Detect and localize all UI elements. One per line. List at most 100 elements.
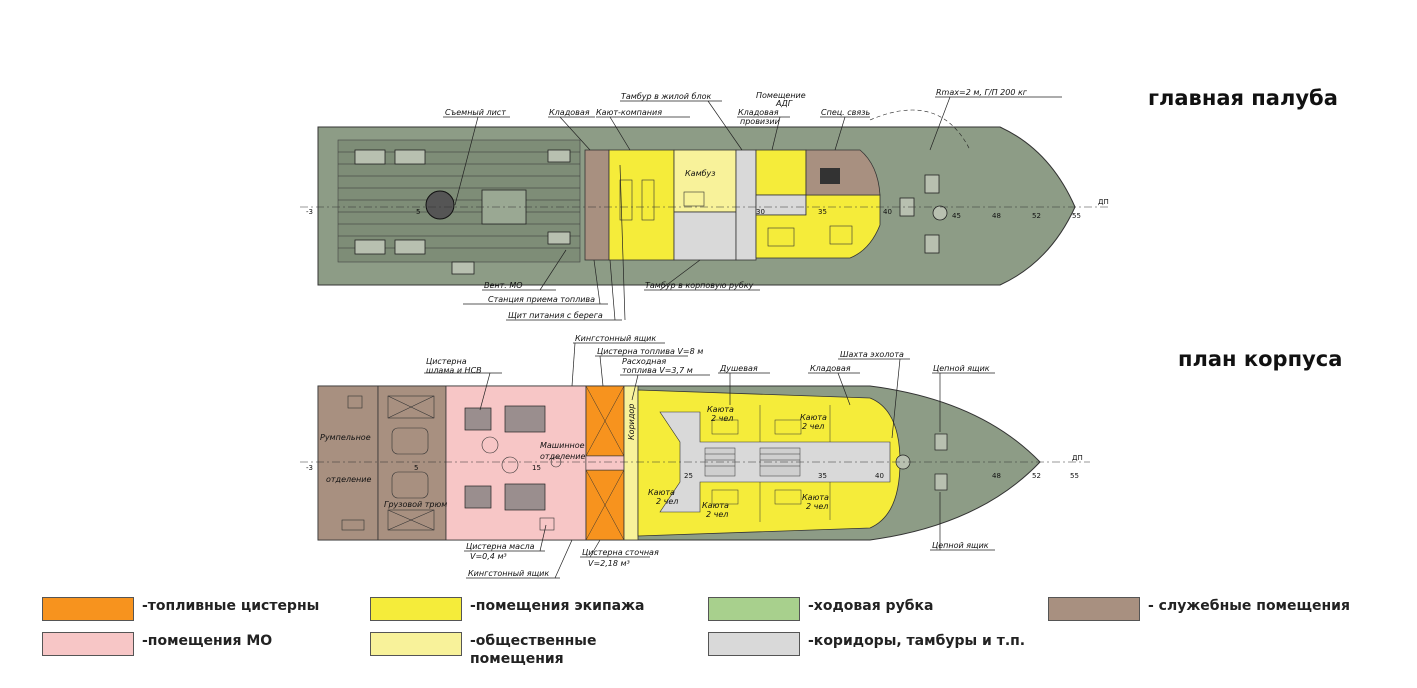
label-steering-2: отделение	[326, 475, 371, 484]
label-shore-power: Щит питания с берега	[508, 311, 603, 320]
label-kingston-box-top: Кингстонный ящик	[575, 334, 656, 343]
deck-frame-55: 55	[1072, 212, 1081, 220]
hull-frame-52: 52	[1032, 472, 1041, 480]
legend-public-rooms: -общественные помещения	[370, 632, 596, 668]
label-echo-shaft: Шахта эхолота	[840, 350, 904, 359]
label-vestibule-living: Тамбур в жилой блок	[621, 92, 711, 101]
deck-frame-52: 52	[1032, 212, 1041, 220]
deck-frame-30: 30	[756, 208, 765, 216]
legend-label-corridors: -коридоры, тамбуры и т.п.	[808, 633, 1026, 649]
label-cabin-1-b: 2 чел	[711, 414, 733, 423]
label-sewage-tank: Цистерна сточная	[582, 548, 659, 557]
legend-label-wheelhouse: -ходовая рубка	[808, 598, 934, 614]
label-steering: Румпельное	[320, 433, 371, 442]
label-removable-sheet: Съемный лист	[445, 108, 506, 117]
label-corridor: Коридор	[627, 404, 636, 440]
label-fuel-tank: Цистерна топлива V=8 м	[597, 347, 703, 356]
legend-service-rooms: - служебные помещения	[1048, 597, 1350, 621]
deck-adg-room	[755, 149, 807, 196]
hull-frame-48: 48	[992, 472, 1001, 480]
label-chain-box-bottom: Цепной ящик	[932, 541, 989, 550]
label-adg: АДГ	[775, 99, 793, 108]
hull-plan: -3 5 15 25 35 40 48 52 55 ДП	[300, 334, 1090, 579]
deck-frame-5: 5	[416, 208, 420, 216]
label-provision-store-2: провизии	[740, 117, 780, 126]
label-cargo-hold: Грузовой трюм	[384, 500, 447, 509]
label-provision-store: Кладовая	[738, 108, 779, 117]
deck-galley	[673, 149, 737, 213]
label-deck-storeroom: Кладовая	[549, 108, 590, 117]
label-rmax: Rmax=2 м, Г/П 200 кг	[936, 88, 1028, 97]
deck-frame-35: 35	[818, 208, 827, 216]
deck-frame-40: 40	[883, 208, 892, 216]
legend-swatch-wheelhouse	[708, 597, 800, 621]
label-cabin-5-b: 2 чел	[806, 502, 828, 511]
hull-frame-5: 5	[414, 464, 418, 472]
label-vestibule-hull: Тамбур в корповую рубку	[645, 281, 754, 290]
hull-frame-15: 15	[532, 464, 541, 472]
label-oil-tank: Цистерна масла	[466, 542, 535, 551]
legend-crew-rooms: -помещения экипажа	[370, 597, 644, 621]
label-cabin-1: Каюта	[707, 405, 734, 414]
hull-frame-m3: -3	[306, 464, 313, 472]
legend-swatch-engine-room	[42, 632, 134, 656]
deck-corridor	[673, 211, 737, 261]
label-sludge-tank: Цистерна	[426, 357, 467, 366]
deck-dp-label: ДП	[1098, 198, 1109, 206]
legend-engine-room: -помещения МО	[42, 632, 272, 656]
label-mess-room: Кают-компания	[596, 108, 662, 117]
label-sludge-tank-2: шлама и НСВ	[426, 366, 482, 375]
hull-frame-55: 55	[1070, 472, 1079, 480]
label-galley: Камбуз	[685, 169, 716, 178]
hull-cargo-hold	[377, 385, 447, 541]
label-cabin-3: Каюта	[648, 488, 675, 497]
label-vent-mo: Вент. МО	[484, 281, 523, 290]
label-fuel-station: Станция приема топлива	[488, 295, 595, 304]
legend-label-public-rooms: -общественные помещения	[470, 633, 597, 667]
label-special-comm: Спец. связь	[821, 108, 870, 117]
label-cabin-4-b: 2 чел	[706, 510, 728, 519]
legend-swatch-corridors	[708, 632, 800, 656]
label-hull-storeroom: Кладовая	[810, 364, 851, 373]
legend-label-fuel-tanks: -топливные цистерны	[142, 598, 320, 614]
legend-label-crew-rooms: -помещения экипажа	[470, 598, 645, 614]
legend-corridors: -коридоры, тамбуры и т.п.	[708, 632, 1025, 656]
legend-swatch-crew-rooms	[370, 597, 462, 621]
deck-storeroom	[584, 149, 610, 261]
label-engine-room-2: отделение	[540, 452, 585, 461]
label-cabin-2: Каюта	[800, 413, 827, 422]
label-service-fuel-2: топлива V=3,7 м	[622, 366, 693, 375]
label-sewage-tank-2: V=2,18 м³	[588, 559, 630, 568]
label-service-fuel: Расходная	[622, 357, 666, 366]
legend-wheelhouse: -ходовая рубка	[708, 597, 933, 621]
legend-label-engine-room: -помещения МО	[142, 633, 273, 649]
legend-swatch-service-rooms	[1048, 597, 1140, 621]
label-cabin-4: Каюта	[702, 501, 729, 510]
legend-swatch-fuel-tanks	[42, 597, 134, 621]
hull-frame-35: 35	[818, 472, 827, 480]
label-cabin-3-b: 2 чел	[656, 497, 678, 506]
hull-plan-title: план корпуса	[1178, 347, 1342, 371]
deck-frame-m3: -3	[306, 208, 313, 216]
label-oil-tank-2: V=0,4 м³	[470, 552, 507, 561]
deck-frame-45: 45	[952, 212, 961, 220]
label-cabin-2-b: 2 чел	[802, 422, 824, 431]
label-chain-box-top: Цепной ящик	[933, 364, 990, 373]
main-deck-title: главная палуба	[1148, 86, 1338, 110]
legend-fuel-tanks: -топливные цистерны	[42, 597, 319, 621]
label-shower: Душевая	[719, 364, 758, 373]
label-room: Помещение	[756, 91, 806, 100]
main-deck-plan: -3 5 30 35 40 45 48 52 55 ДП	[300, 88, 1110, 321]
label-engine-room: Машинное	[540, 441, 585, 450]
deck-frame-48: 48	[992, 212, 1001, 220]
deck-vestibule	[735, 149, 757, 261]
hull-dp-label: ДП	[1072, 454, 1083, 462]
hull-steering-room	[317, 385, 379, 541]
deck-mess-room	[608, 149, 675, 261]
hull-frame-40: 40	[875, 472, 884, 480]
legend-swatch-public-rooms	[370, 632, 462, 656]
legend-label-service-rooms: - служебные помещения	[1148, 598, 1350, 614]
label-cabin-5: Каюта	[802, 493, 829, 502]
